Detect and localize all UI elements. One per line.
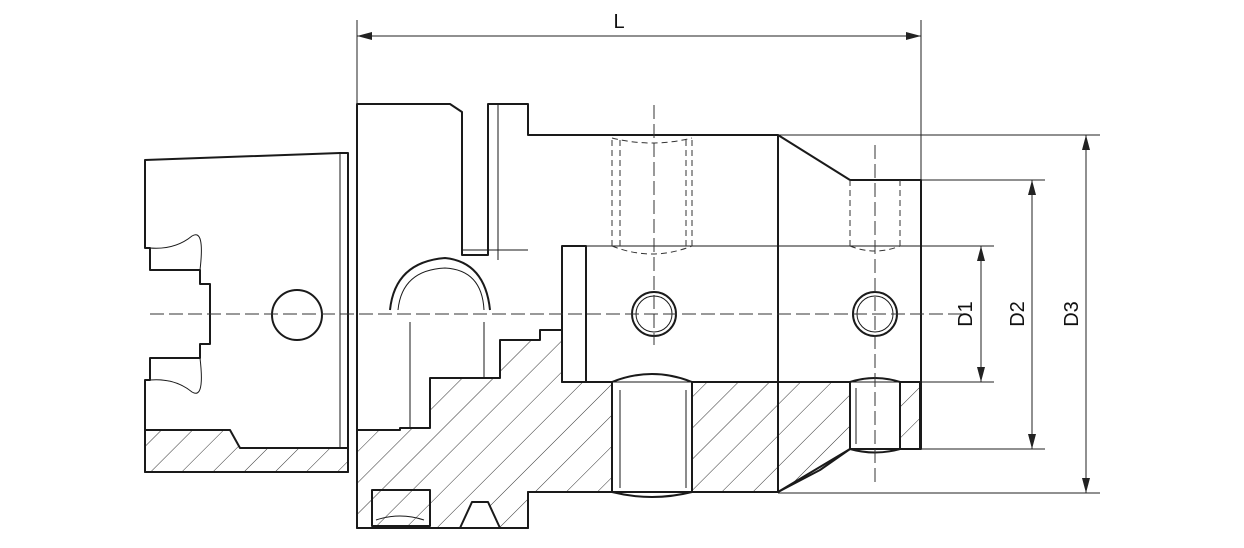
flange: [356, 103, 922, 529]
dimension-d3: D3: [1061, 135, 1090, 493]
dimension-label-l: L: [613, 11, 624, 33]
shank-hole: [271, 289, 323, 341]
shank: [144, 152, 349, 473]
body-section-mid: [691, 381, 779, 493]
dimension-l: L: [356, 11, 922, 182]
nose-section: [899, 381, 921, 450]
dimension-d1: D1: [955, 246, 985, 382]
shank-section: [144, 429, 349, 473]
extension-lines: [778, 134, 1100, 494]
dimension-label-d3: D3: [1061, 301, 1083, 327]
center-lines: [150, 105, 965, 485]
body-section-right: [777, 381, 851, 493]
hatched-section: [144, 329, 921, 529]
dimension-label-d1: D1: [955, 301, 977, 327]
dimension-label-d2: D2: [1007, 301, 1029, 327]
dimension-d2: D2: [1007, 180, 1036, 449]
